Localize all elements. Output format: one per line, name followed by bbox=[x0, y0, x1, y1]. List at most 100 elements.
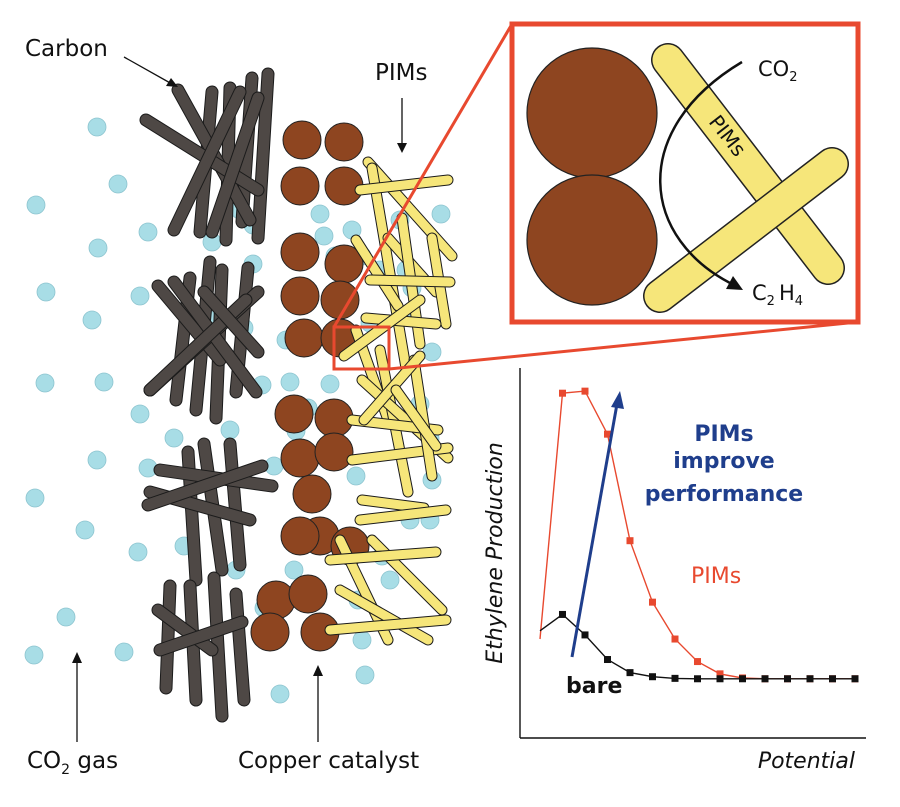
gas-bubble bbox=[380, 570, 400, 590]
copper-particle bbox=[320, 280, 360, 320]
labels: Carbon PIMs CO2 gas Copper catalyst bbox=[25, 36, 427, 778]
copper-particle bbox=[280, 276, 320, 316]
improvement-label-1: PIMs bbox=[694, 422, 753, 447]
data-point-pims bbox=[604, 430, 611, 438]
pims-rod-fill bbox=[391, 385, 441, 451]
carbon-fiber-fill bbox=[198, 286, 264, 358]
data-point-pims bbox=[559, 389, 566, 397]
data-point-bare bbox=[559, 610, 566, 618]
carbon-fibers bbox=[139, 67, 279, 723]
gas-bubble bbox=[114, 642, 134, 662]
pims-rod-fill bbox=[409, 355, 437, 481]
pims-rod-fill bbox=[325, 547, 441, 565]
zoom-copper-particle bbox=[526, 174, 658, 306]
gas-bubble bbox=[314, 226, 334, 246]
copper-particles bbox=[250, 120, 370, 652]
carbon-fiber-fill bbox=[208, 572, 228, 722]
gas-bubble bbox=[284, 560, 304, 580]
carbon-fiber-fill bbox=[142, 460, 268, 511]
pims-rod-fill bbox=[367, 163, 411, 373]
series-line-bare bbox=[539, 613, 855, 680]
co2-gas-label: CO2 gas bbox=[27, 748, 118, 778]
gas-bubble bbox=[88, 238, 108, 258]
legend-pims: PIMs bbox=[691, 564, 741, 589]
pims-rod-fill bbox=[351, 235, 403, 311]
pims-rod-fill bbox=[325, 615, 451, 635]
carbon-fiber-fill bbox=[206, 92, 264, 238]
copper-particle bbox=[314, 432, 354, 472]
carbon-fiber-fill bbox=[252, 68, 274, 244]
gas-bubble bbox=[164, 428, 184, 448]
copper-particle bbox=[256, 580, 296, 620]
gas-bubble bbox=[130, 404, 150, 424]
data-point-bare bbox=[761, 675, 769, 683]
zoom-copper-particle bbox=[526, 47, 658, 179]
improvement-arrowhead bbox=[611, 391, 624, 409]
data-point-pims bbox=[671, 635, 679, 643]
ethylene-chart: Ethylene Production Potential PIMs impro… bbox=[483, 368, 866, 774]
data-point-pims bbox=[649, 598, 656, 606]
gas-bubble bbox=[138, 222, 158, 242]
gas-bubble bbox=[130, 286, 150, 306]
data-point-bare bbox=[626, 669, 634, 677]
data-point-pims bbox=[626, 537, 634, 545]
carbon-fiber-fill bbox=[140, 114, 264, 196]
pims-rod-fill bbox=[355, 505, 451, 525]
reaction-arrowhead bbox=[726, 276, 743, 290]
gas-bubble bbox=[108, 174, 128, 194]
copper-particle bbox=[280, 438, 320, 478]
data-point-bare bbox=[784, 675, 791, 683]
copper-particle bbox=[324, 122, 364, 162]
gas-bubble bbox=[220, 420, 240, 440]
chart-series bbox=[539, 387, 859, 683]
carbon-label: Carbon bbox=[25, 36, 108, 62]
data-point-bare bbox=[806, 675, 814, 683]
zoom-connector bbox=[332, 23, 859, 371]
pims-rod-fill bbox=[365, 275, 455, 287]
y-axis-label: Ethylene Production bbox=[483, 442, 508, 664]
gas-bubble bbox=[26, 195, 46, 215]
carbon-fiber-fill bbox=[168, 86, 246, 236]
copper-particle bbox=[282, 120, 322, 160]
pims-rod-fill bbox=[363, 157, 457, 261]
reaction-arrow bbox=[659, 60, 743, 288]
copper-particle bbox=[292, 474, 332, 514]
gas-bubble bbox=[82, 310, 102, 330]
carbon-fiber-fill bbox=[160, 580, 176, 694]
gas-bubble bbox=[94, 372, 114, 392]
gas-bubble bbox=[355, 665, 375, 685]
gas-bubble bbox=[25, 488, 45, 508]
zoom-source-box bbox=[332, 325, 391, 371]
improvement-label-3: performance bbox=[645, 482, 803, 507]
gas-bubble bbox=[87, 450, 107, 470]
pims-top-label: PIMs bbox=[375, 60, 427, 86]
gas-bubble bbox=[431, 204, 451, 224]
carbon-pointer bbox=[123, 56, 173, 85]
copper-particle bbox=[250, 612, 290, 652]
pims-rod-fill bbox=[335, 585, 433, 645]
data-point-bare bbox=[581, 631, 589, 639]
copper-particle bbox=[280, 166, 320, 206]
improvement-label-2: improve bbox=[673, 449, 774, 474]
pims-rods bbox=[324, 156, 458, 646]
improvement-arrow bbox=[570, 403, 619, 658]
data-point-pims bbox=[716, 670, 724, 678]
gas-bubble bbox=[280, 372, 300, 392]
carbon-fiber-fill bbox=[224, 438, 246, 571]
gas-bubble bbox=[320, 374, 340, 394]
pims-rod-fill bbox=[361, 313, 441, 329]
gas-bubble bbox=[36, 282, 56, 302]
gas-bubble bbox=[56, 607, 76, 627]
x-axis-label: Potential bbox=[758, 749, 855, 774]
gas-bubble bbox=[346, 466, 366, 486]
data-point-bare bbox=[671, 674, 679, 682]
gas-bubble bbox=[422, 342, 442, 362]
carbon-fiber-fill bbox=[154, 616, 248, 656]
gas-bubble bbox=[270, 684, 290, 704]
gas-bubble bbox=[128, 542, 148, 562]
gas-bubble bbox=[87, 117, 107, 137]
data-point-pims bbox=[694, 658, 701, 666]
carbon-fiber-fill bbox=[230, 588, 250, 706]
